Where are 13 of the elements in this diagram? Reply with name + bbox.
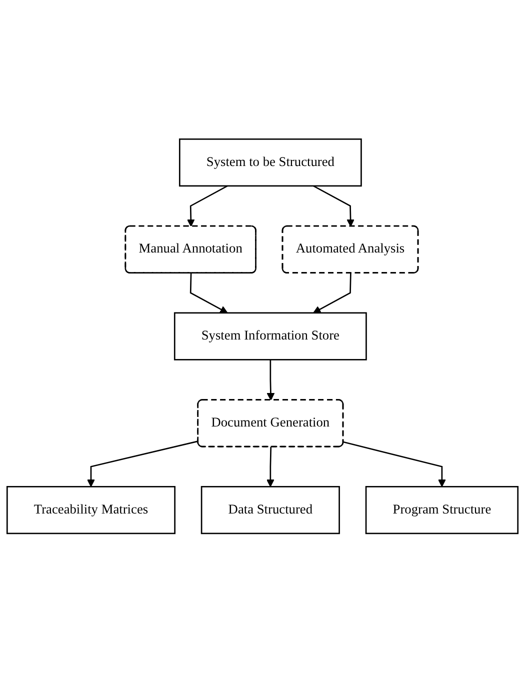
- node-box: Data Structured: [200, 486, 340, 534]
- node-box: System to be Structured: [178, 138, 362, 187]
- arrow: [87, 440, 198, 488]
- arrow: [266, 447, 274, 488]
- node-box: Program Structure: [365, 486, 519, 534]
- arrow: [313, 273, 352, 314]
- arrow: [186, 186, 228, 228]
- node-box: Traceability Matrices: [6, 486, 176, 534]
- arrow: [313, 186, 354, 228]
- node-box: System Information Store: [174, 312, 367, 361]
- arrow: [343, 442, 446, 488]
- arrow: [190, 273, 228, 314]
- arrow: [266, 360, 275, 401]
